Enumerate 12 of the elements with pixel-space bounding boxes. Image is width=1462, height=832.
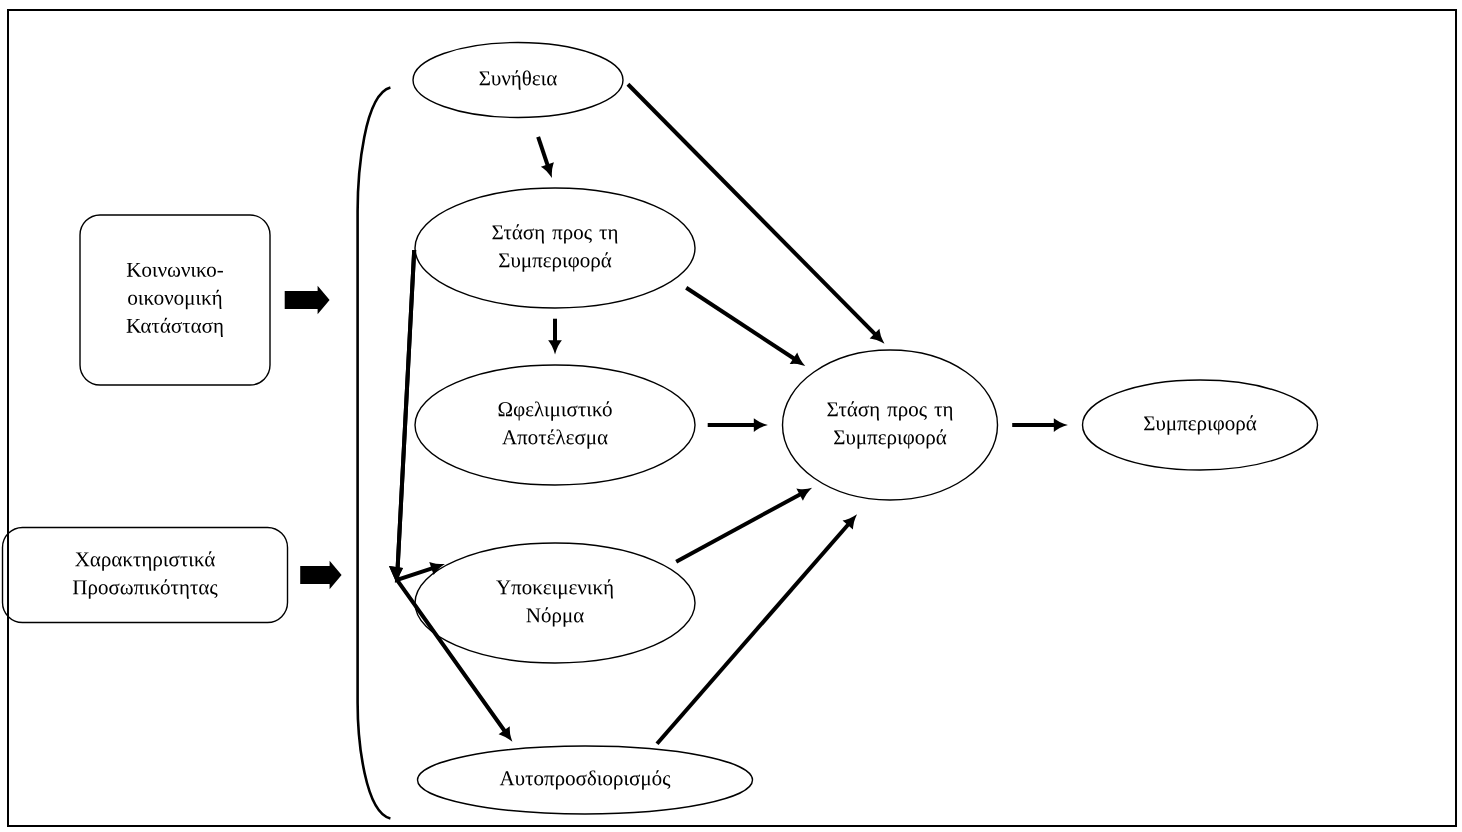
rounded-box: Χαρακτηριστικά Προσωπικότητας: [1, 526, 289, 624]
arrow: [389, 249, 512, 740]
arrow: [707, 419, 765, 431]
arrow: [685, 286, 803, 365]
arrow: [675, 488, 810, 564]
arrow: [1012, 419, 1065, 431]
rounded-box: Κοινωνικο-οικονομική Κατάσταση: [79, 214, 271, 386]
arrow: [536, 136, 554, 175]
arrow: [626, 82, 883, 342]
arrow: [549, 318, 561, 352]
arrow: [655, 516, 856, 746]
bracket: [356, 86, 392, 820]
